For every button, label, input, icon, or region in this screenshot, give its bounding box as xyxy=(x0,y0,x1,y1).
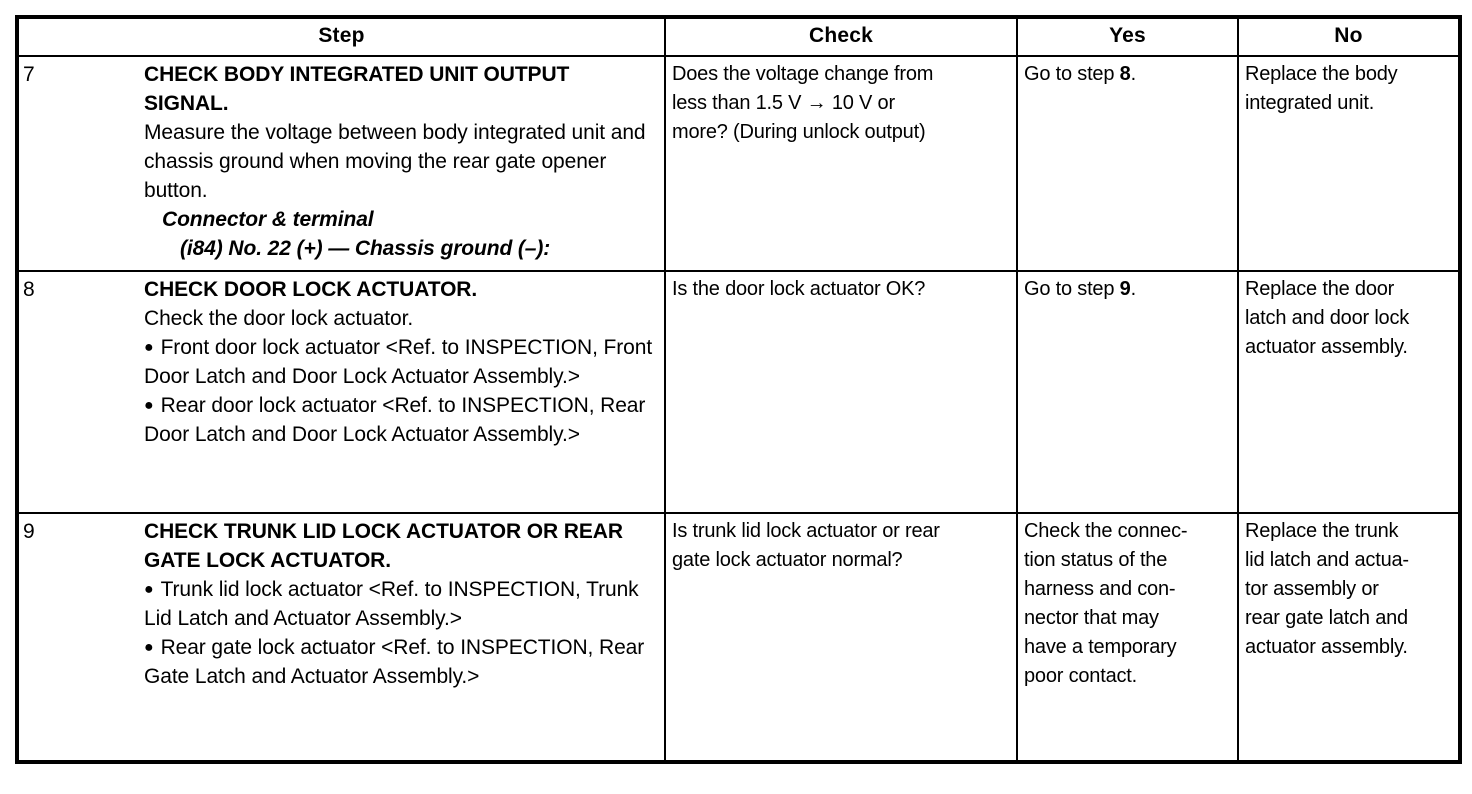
no-cell: Replace the body integrated unit. xyxy=(1237,55,1461,272)
yes-step-number: 8 xyxy=(1119,63,1131,85)
column-header-yes: Yes xyxy=(1016,16,1239,57)
no-cell: Replace the door latch and door lock act… xyxy=(1237,270,1461,514)
step-body: CHECK DOOR LOCK ACTUATOR. Check the door… xyxy=(144,275,664,449)
step-bullet-item: ●Front door lock actuator <Ref. to INSPE… xyxy=(144,333,658,391)
no-line: integrated unit. xyxy=(1245,92,1375,114)
check-line: gate lock actuator normal? xyxy=(672,549,903,571)
no-cell: Replace the trunk lid latch and actua- t… xyxy=(1237,512,1461,763)
check-cell: Is trunk lid lock actuator or rear gate … xyxy=(664,512,1018,763)
check-line: more? (During unlock output) xyxy=(672,121,926,143)
column-header-check: Check xyxy=(664,16,1018,57)
check-line: less than 1.5 V → 10 V or xyxy=(672,92,895,114)
column-header-step: Step xyxy=(16,16,666,57)
no-line: Replace the body xyxy=(1245,63,1398,85)
yes-line: harness and con- xyxy=(1024,578,1176,600)
yes-line: have a temporary xyxy=(1024,636,1177,658)
header-row: Step Check Yes No xyxy=(16,16,1461,57)
bullet-icon: ● xyxy=(144,639,154,656)
step-note-connector: Connector & terminal xyxy=(162,208,374,231)
step-bullet-text: Rear gate lock actuator <Ref. to INSPECT… xyxy=(144,636,645,688)
column-header-no: No xyxy=(1237,16,1461,57)
step-cell: 8 CHECK DOOR LOCK ACTUATOR. Check the do… xyxy=(16,270,666,514)
no-line: Replace the door xyxy=(1245,278,1395,300)
yes-suffix: . xyxy=(1130,278,1137,300)
step-bullet-item: ●Rear door lock actuator <Ref. to INSPEC… xyxy=(144,391,658,449)
table-body: 7 CHECK BODY INTEGRATED UNIT OUTPUT SIGN… xyxy=(16,55,1461,763)
yes-line: tion status of the xyxy=(1024,549,1168,571)
no-line: latch and door lock xyxy=(1245,307,1410,329)
yes-cell: Check the connec- tion status of the har… xyxy=(1016,512,1239,763)
yes-suffix: . xyxy=(1130,63,1137,85)
step-body: CHECK BODY INTEGRATED UNIT OUTPUT SIGNAL… xyxy=(144,60,664,263)
check-line: Does the voltage change from xyxy=(672,63,934,85)
yes-line: Check the connec- xyxy=(1024,520,1188,542)
no-line: Replace the trunk xyxy=(1245,520,1399,542)
step-number: 7 xyxy=(23,63,35,86)
yes-cell: Go to step 9. xyxy=(1016,270,1239,514)
no-line: lid latch and actua- xyxy=(1245,549,1409,571)
yes-prefix: Go to step xyxy=(1024,278,1120,300)
check-cell: Does the voltage change from less than 1… xyxy=(664,55,1018,272)
step-note-terminal: (i84) No. 22 (+) — Chassis ground (–): xyxy=(180,237,551,260)
bullet-icon: ● xyxy=(144,397,154,414)
check-cell: Is the door lock actuator OK? xyxy=(664,270,1018,514)
table-row: 9 CHECK TRUNK LID LOCK ACTUATOR OR REAR … xyxy=(16,512,1461,763)
step-title: CHECK DOOR LOCK ACTUATOR. xyxy=(144,278,478,301)
yes-line: Go to step 9. xyxy=(1024,275,1232,304)
step-bullet-item: ●Rear gate lock actuator <Ref. to INSPEC… xyxy=(144,633,658,691)
check-line: Is the door lock actuator OK? xyxy=(672,278,926,300)
step-body: CHECK TRUNK LID LOCK ACTUATOR OR REAR GA… xyxy=(144,517,664,691)
yes-line: Go to step 8. xyxy=(1024,60,1232,89)
table-row: 8 CHECK DOOR LOCK ACTUATOR. Check the do… xyxy=(16,270,1461,514)
step-cell: 9 CHECK TRUNK LID LOCK ACTUATOR OR REAR … xyxy=(16,512,666,763)
step-number: 9 xyxy=(23,520,35,543)
no-line: rear gate latch and xyxy=(1245,607,1408,629)
bullet-icon: ● xyxy=(144,581,154,598)
no-line: tor assembly or xyxy=(1245,578,1379,600)
step-bullet-text: Trunk lid lock actuator <Ref. to INSPECT… xyxy=(144,578,639,630)
check-line: Is trunk lid lock actuator or rear xyxy=(672,520,940,542)
table-row: 7 CHECK BODY INTEGRATED UNIT OUTPUT SIGN… xyxy=(16,55,1461,272)
step-title: CHECK BODY INTEGRATED UNIT OUTPUT SIGNAL… xyxy=(144,63,570,115)
step-title: CHECK TRUNK LID LOCK ACTUATOR OR REAR GA… xyxy=(144,520,623,572)
yes-line: poor contact. xyxy=(1024,665,1138,687)
table-header: Step Check Yes No xyxy=(16,16,1461,57)
step-description: Check the door lock actuator. xyxy=(144,307,414,330)
step-description: Measure the voltage between body integra… xyxy=(144,121,646,202)
step-bullet-text: Front door lock actuator <Ref. to INSPEC… xyxy=(144,336,653,388)
yes-prefix: Go to step xyxy=(1024,63,1120,85)
step-number: 8 xyxy=(23,278,35,301)
step-bullet-text: Rear door lock actuator <Ref. to INSPECT… xyxy=(144,394,646,446)
step-bullet-item: ●Trunk lid lock actuator <Ref. to INSPEC… xyxy=(144,575,658,633)
bullet-icon: ● xyxy=(144,339,154,356)
yes-step-number: 9 xyxy=(1119,278,1131,300)
yes-cell: Go to step 8. xyxy=(1016,55,1239,272)
no-line: actuator assembly. xyxy=(1245,636,1408,658)
yes-line: nector that may xyxy=(1024,607,1159,629)
no-line: actuator assembly. xyxy=(1245,336,1408,358)
step-cell: 7 CHECK BODY INTEGRATED UNIT OUTPUT SIGN… xyxy=(16,55,666,272)
diagnostic-table: Step Check Yes No 7 CHECK BODY INTEGRATE… xyxy=(15,15,1462,764)
